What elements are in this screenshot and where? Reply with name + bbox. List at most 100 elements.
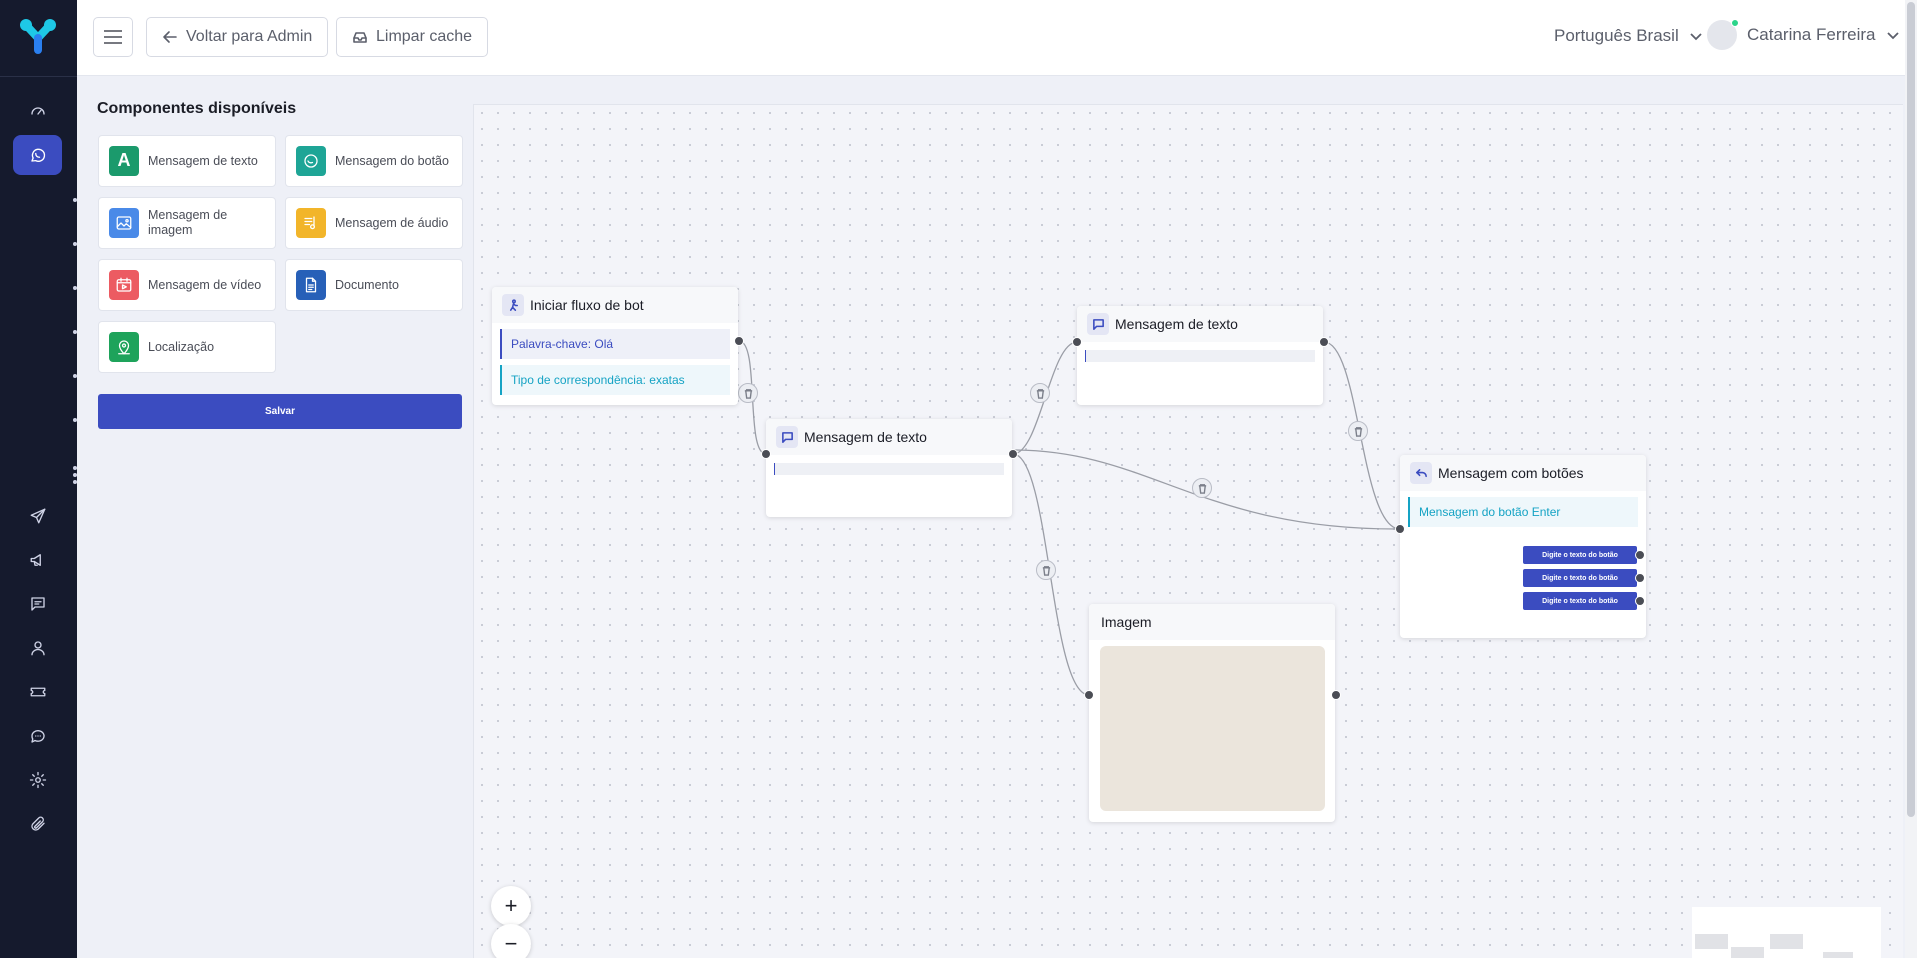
node-title: Mensagem de texto <box>804 429 927 445</box>
clear-cache-label: Limpar cache <box>376 28 473 45</box>
sidebar-item-dashboard[interactable] <box>13 91 62 131</box>
arrow-left-icon <box>163 31 177 43</box>
language-label: Português Brasil <box>1554 26 1679 45</box>
delete-edge-button[interactable] <box>1348 421 1368 441</box>
node-header: Mensagem de texto <box>1077 306 1323 342</box>
component-location[interactable]: Localização <box>98 321 276 373</box>
sidebar-item-campaigns[interactable] <box>13 540 62 580</box>
message-icon <box>1087 313 1109 335</box>
sidebar-item-attachments[interactable] <box>13 804 62 844</box>
node-text-message[interactable]: Mensagem de texto <box>1077 306 1323 405</box>
button-option[interactable]: Digite o texto do botão <box>1523 546 1637 564</box>
node-text-message[interactable]: Mensagem de texto <box>766 419 1012 517</box>
output-handle[interactable] <box>1319 337 1329 347</box>
minimap-node <box>1770 934 1803 949</box>
settings-icon <box>29 771 46 789</box>
sidebar-item-messages[interactable] <box>13 584 62 624</box>
walking-person-icon <box>502 294 524 316</box>
node-button-message[interactable]: Mensagem com botões Mensagem do botão En… <box>1400 455 1646 638</box>
message-text-input[interactable] <box>774 463 1004 475</box>
user-name: Catarina Ferreira <box>1747 25 1876 44</box>
component-button-message[interactable]: Mensagem do botão <box>285 135 463 187</box>
option-output-handle[interactable] <box>1635 573 1645 583</box>
minimap-node <box>1731 947 1764 958</box>
sidebar-dot <box>73 418 77 422</box>
output-handle[interactable] <box>1331 690 1341 700</box>
button-option[interactable]: Digite o texto do botão <box>1523 592 1637 610</box>
output-handle[interactable] <box>1008 449 1018 459</box>
user-menu[interactable]: Catarina Ferreira <box>1707 19 1900 50</box>
node-title: Imagem <box>1101 614 1152 630</box>
dashboard-icon <box>30 107 45 115</box>
node-header: Mensagem de texto <box>766 419 1012 455</box>
node-start-flow[interactable]: Iniciar fluxo de bot Palavra-chave: Olá … <box>492 287 738 405</box>
component-document[interactable]: Documento <box>285 259 463 311</box>
component-text-message[interactable]: A Mensagem de texto <box>98 135 276 187</box>
component-audio-message[interactable]: Mensagem de áudio <box>285 197 463 249</box>
sidebar-item-send[interactable] <box>13 496 62 536</box>
input-handle[interactable] <box>761 449 771 459</box>
component-label: Mensagem de texto <box>148 153 258 168</box>
trash-icon <box>1042 565 1050 576</box>
component-label: Mensagem de áudio <box>335 215 449 230</box>
component-video-message[interactable]: Mensagem de vídeo <box>98 259 276 311</box>
sidebar-item-tickets[interactable] <box>13 672 62 712</box>
language-selector[interactable]: Português Brasil <box>1554 26 1703 46</box>
sidebar-dot <box>73 242 77 246</box>
megaphone-icon <box>30 554 41 566</box>
attachment-icon <box>30 816 45 831</box>
sidebar-item-chat[interactable] <box>13 716 62 756</box>
keyword-field: Palavra-chave: Olá <box>500 329 730 359</box>
clear-cache-button[interactable]: Limpar cache <box>336 17 489 57</box>
zoom-in-button[interactable]: + <box>491 886 531 926</box>
reply-icon <box>1410 462 1432 484</box>
save-button[interactable]: Salvar <box>98 394 462 429</box>
component-label: Localização <box>148 339 215 354</box>
sidebar-dot <box>73 286 77 290</box>
input-handle[interactable] <box>1395 524 1405 534</box>
message-icon <box>776 426 798 448</box>
sidebar-item-whatsapp[interactable] <box>13 135 62 175</box>
document-icon <box>296 270 326 300</box>
trash-icon <box>744 388 752 399</box>
node-image[interactable]: Imagem <box>1089 604 1335 822</box>
ticket-icon <box>30 687 45 697</box>
sidebar-item-contacts[interactable] <box>13 628 62 668</box>
zoom-out-button[interactable]: − <box>491 924 531 958</box>
chevron-down-icon <box>1690 33 1702 41</box>
back-to-admin-button[interactable]: Voltar para Admin <box>146 17 329 57</box>
option-output-handle[interactable] <box>1635 550 1645 560</box>
scrollbar-thumb[interactable] <box>1907 2 1915 817</box>
sidebar-item-settings[interactable] <box>13 760 62 800</box>
sidebar <box>0 0 77 958</box>
online-status-dot <box>1731 19 1739 27</box>
node-header: Iniciar fluxo de bot <box>492 287 738 323</box>
button-message-body: Mensagem do botão Enter <box>1408 497 1638 527</box>
component-label: Documento <box>335 277 399 292</box>
message-text-input[interactable] <box>1085 350 1315 362</box>
page-scrollbar[interactable] <box>1905 0 1917 958</box>
component-image-message[interactable]: Mensagem de imagem <box>98 197 276 249</box>
delete-edge-button[interactable] <box>1030 383 1050 403</box>
trash-icon <box>1036 388 1044 399</box>
button-option[interactable]: Digite o texto do botão <box>1523 569 1637 587</box>
minimap[interactable] <box>1692 907 1881 958</box>
message-icon <box>30 597 45 611</box>
option-output-handle[interactable] <box>1635 596 1645 606</box>
output-handle[interactable] <box>734 336 744 346</box>
music-icon <box>296 208 326 238</box>
delete-edge-button[interactable] <box>1192 478 1212 498</box>
user-icon <box>30 641 45 656</box>
node-header: Mensagem com botões <box>1400 455 1646 491</box>
trash-icon <box>1198 483 1206 494</box>
input-handle[interactable] <box>1072 337 1082 347</box>
delete-edge-button[interactable] <box>1036 560 1056 580</box>
menu-toggle-button[interactable] <box>93 17 133 57</box>
image-icon <box>109 208 139 238</box>
sidebar-dot <box>73 198 77 202</box>
flow-canvas[interactable] <box>473 104 1903 958</box>
input-handle[interactable] <box>1084 690 1094 700</box>
map-pin-icon <box>109 332 139 362</box>
delete-edge-button[interactable] <box>738 383 758 403</box>
top-header: Voltar para Admin Limpar cache Português… <box>77 0 1917 76</box>
